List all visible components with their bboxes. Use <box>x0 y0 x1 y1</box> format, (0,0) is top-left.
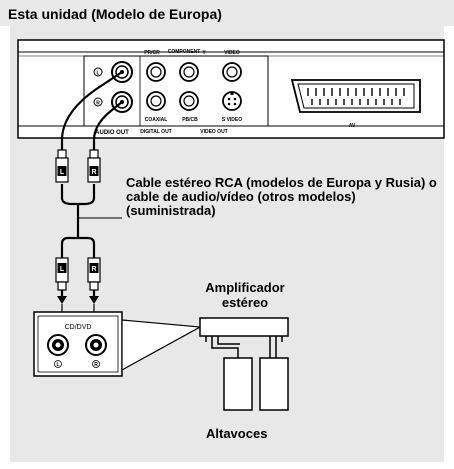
component-pr-label: PR/CR <box>144 50 160 56</box>
cable-description: Cable estéreo RCA (modelos de Europa y R… <box>126 175 437 218</box>
plug-top-right-letter: R <box>91 169 96 176</box>
component-label: COMPONENT <box>168 49 201 55</box>
rca-plug-bottom-left: L <box>55 257 69 291</box>
unit-rear-panel: L R AUDIO OUT PR/CR COMPONENT Y VIDEO <box>17 39 445 139</box>
digital-out-label: DIGITAL OUT <box>140 129 171 135</box>
speaker-left <box>223 357 253 411</box>
header-band <box>0 0 454 26</box>
rca-cable <box>60 71 123 298</box>
amplifier-input-panel: CD/DVD L R <box>33 311 123 377</box>
speaker-right <box>259 357 289 411</box>
amp-jack-l: L <box>47 334 69 368</box>
zoom-callout-wedge <box>121 319 203 372</box>
amp-jack-r: R <box>85 334 107 368</box>
audio-out-label: AUDIO OUT <box>95 130 129 136</box>
video-out-label: VIDEO OUT <box>200 129 228 135</box>
audio-out-jack-l-label: L <box>96 71 99 77</box>
component-y-jack <box>179 62 199 82</box>
rca-plug-bottom-right: R <box>87 257 101 291</box>
cd-dvd-label: CD/DVD <box>65 324 92 331</box>
pb-cb-label: PB/CB <box>182 117 198 123</box>
s-video-jack <box>222 91 242 111</box>
arrow-down-right-icon <box>89 296 99 304</box>
plug-top-left-letter: L <box>60 169 65 176</box>
plug-bottom-right-letter: R <box>91 266 96 273</box>
amplifier-label: Amplificador estéreo <box>185 280 305 310</box>
rca-plug-top-left: L <box>55 149 69 183</box>
audio-out-jack-r-label: R <box>96 101 100 107</box>
component-pb-jack <box>179 91 199 111</box>
s-video-label: S VIDEO <box>222 117 242 123</box>
rca-plug-top-right: R <box>87 149 101 183</box>
stereo-amplifier <box>199 317 289 342</box>
video-label: VIDEO <box>224 50 240 56</box>
video-jack <box>222 62 242 82</box>
component-y-label: Y <box>202 50 206 56</box>
av-label: AV <box>349 123 356 129</box>
amplifier-label-line1: Amplificador <box>205 280 285 295</box>
coaxial-label: COAXIAL <box>145 117 168 123</box>
plug-bottom-left-letter: L <box>60 266 65 273</box>
amp-jack-r-label: R <box>94 362 98 368</box>
diagram-title: Esta unidad (Modelo de Europa) <box>8 6 222 22</box>
component-pr-jack <box>146 62 166 82</box>
scart-connector <box>290 79 421 113</box>
amplifier-label-line2: estéreo <box>221 295 269 310</box>
amp-jack-l-label: L <box>56 362 59 368</box>
speakers-label: Altavoces <box>206 426 268 441</box>
coaxial-jack <box>146 91 166 111</box>
speaker-wires <box>211 336 277 360</box>
arrow-down-left-icon <box>57 296 67 304</box>
